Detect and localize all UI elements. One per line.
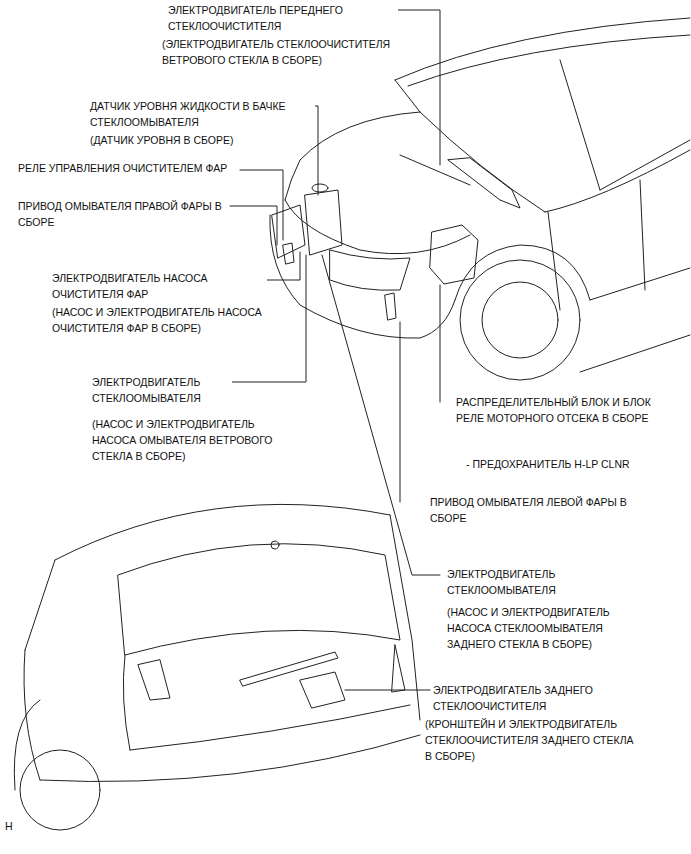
part-label: (НАСОС И ЭЛЕКТРОДВИГАТЕЛЬ НАСОСА ОМЫВАТЕ… [92, 416, 297, 464]
part-label: ЭЛЕКТРОДВИГАТЕЛЬ ПЕРЕДНЕГО СТЕКЛООЧИСТИТ… [168, 2, 398, 34]
part-label: ЭЛЕКТРОДВИГАТЕЛЬ СТЕКЛООМЫВАТЕЛЯ [92, 374, 232, 406]
part-label: ЭЛЕКТРОДВИГАТЕЛЬ НАСОСА ОЧИСТИТЕЛЯ ФАР [52, 270, 267, 302]
part-label: РЕЛЕ УПРАВЛЕНИЯ ОЧИСТИТЕЛЕМ ФАР [18, 160, 227, 176]
part-label: ДАТЧИК УРОВНЯ ЖИДКОСТИ В БАЧКЕ СТЕКЛООМЫ… [90, 98, 315, 130]
part-label: (НАСОС И ЭЛЕКТРОДВИГАТЕЛЬ НАСОСА ОЧИСТИТ… [52, 304, 267, 336]
part-label: - ПРЕДОХРАНИТЕЛЬ H-LP CLNR [466, 456, 630, 472]
part-label: ПРИВОД ОМЫВАТЕЛЯ ПРАВОЙ ФАРЫ В СБОРЕ [18, 198, 228, 230]
part-label: ЭЛЕКТРОДВИГАТЕЛЬ ЗАДНЕГО СТЕКЛООЧИСТИТЕЛ… [433, 682, 623, 714]
part-label: (ДАТЧИК УРОВНЯ В СБОРЕ) [90, 132, 233, 148]
part-label: (НАСОС И ЭЛЕКТРОДВИГАТЕЛЬ НАСОСА СТЕКЛОО… [447, 604, 647, 652]
part-label: РАСПРЕДЕЛИТЕЛЬНЫЙ БЛОК И БЛОК РЕЛЕ МОТОР… [456, 394, 681, 426]
part-label: H [5, 818, 13, 834]
part-label: (КРОНШТЕЙН И ЭЛЕКТРОДВИГАТЕЛЬ СТЕКЛООЧИС… [425, 716, 635, 764]
part-label: (ЭЛЕКТРОДВИГАТЕЛЬ СТЕКЛООЧИСТИТЕЛЯ ВЕТРО… [162, 36, 412, 68]
part-label: ПРИВОД ОМЫВАТЕЛЯ ЛЕВОЙ ФАРЫ В СБОРЕ [430, 494, 630, 526]
part-label: ЭЛЕКТРОДВИГАТЕЛЬ СТЕКЛООМЫВАТЕЛЯ [447, 566, 587, 598]
